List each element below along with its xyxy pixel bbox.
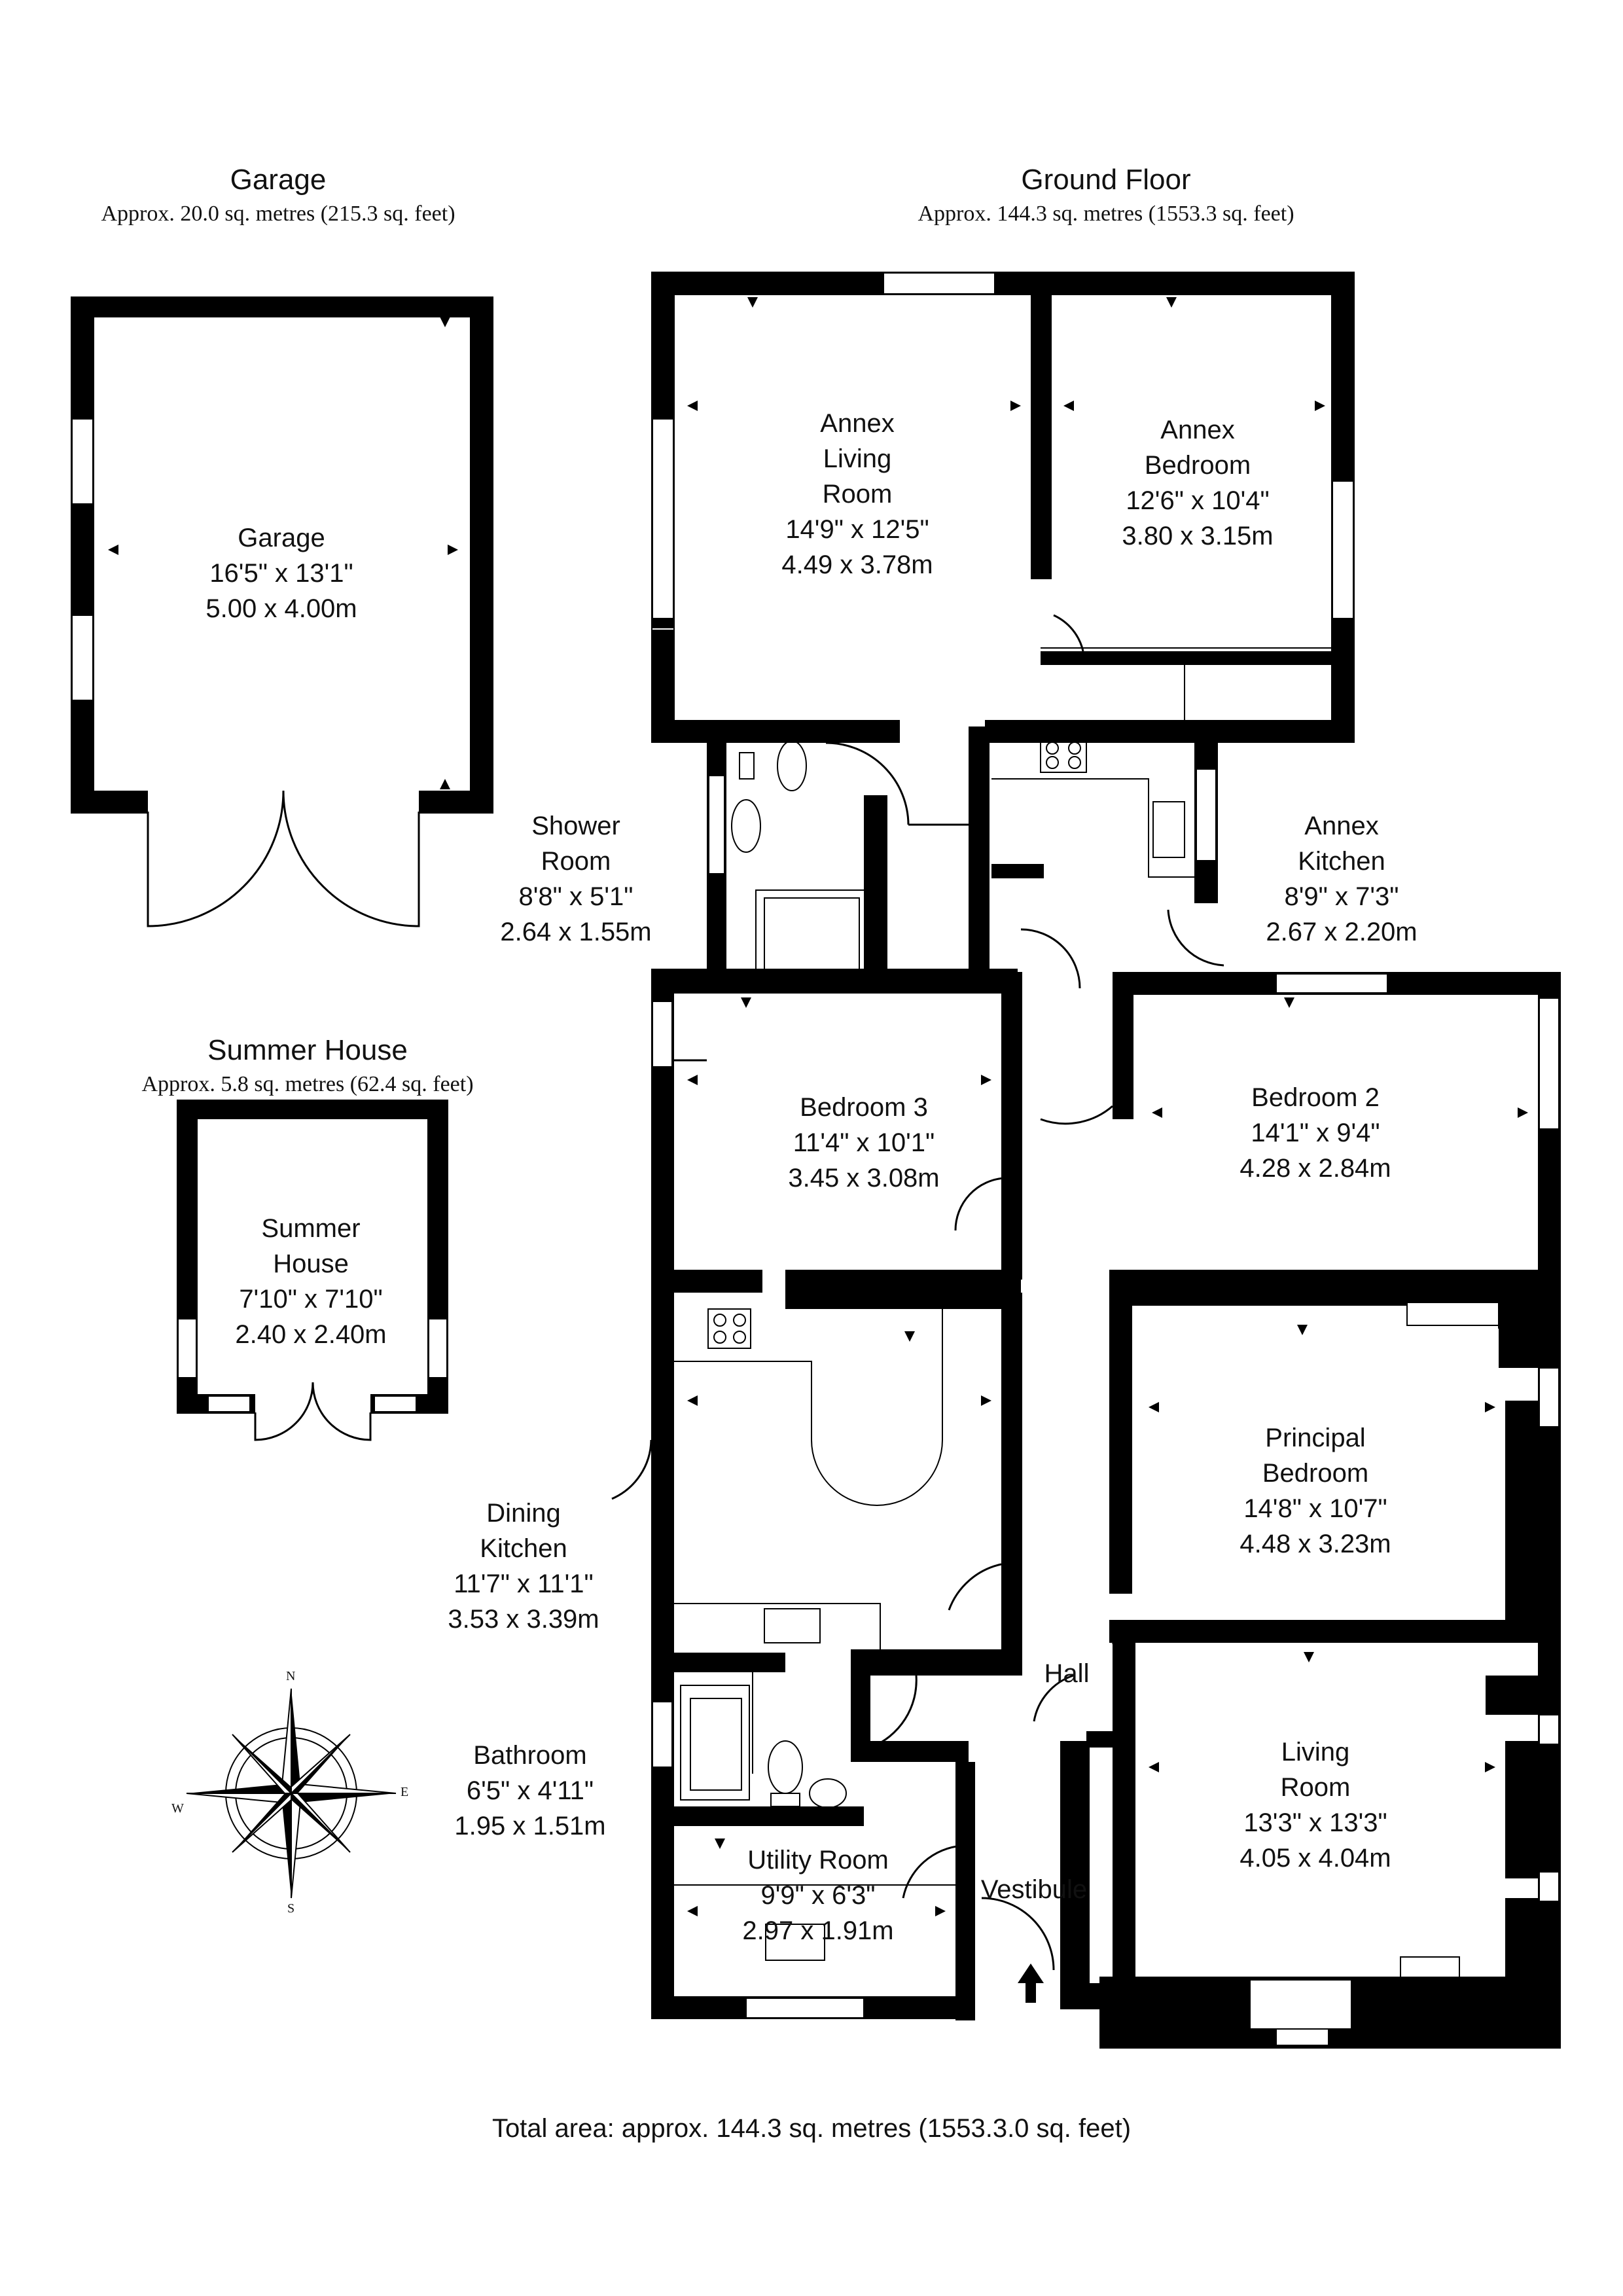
room-name: Bedroom 2 [1251,1083,1380,1112]
room-name: Dining [486,1499,561,1528]
room-imperial: 12'6" x 10'4" [1126,486,1270,515]
room-name: Room [1280,1773,1351,1802]
room-label-annex-kitchen: Annex Kitchen 8'9" x 7'3" 2.67 x 2.20m [1237,808,1446,950]
garage-header-area: Approx. 20.0 sq. metres (215.3 sq. feet) [101,202,455,226]
room-imperial: 7'10" x 7'10" [239,1285,383,1314]
ground-floor-header-area: Approx. 144.3 sq. metres (1553.3 sq. fee… [918,202,1294,226]
room-metric: 4.49 x 3.78m [781,550,933,579]
room-name: Summer [261,1214,361,1243]
summer-house-header: Summer House Approx. 5.8 sq. metres (62.… [105,1031,510,1100]
room-label-bedroom-2: Bedroom 2 14'1" x 9'4" 4.28 x 2.84m [1204,1080,1427,1186]
room-name: Garage [238,524,325,552]
room-label-shower-room: Shower Room 8'8" x 5'1" 2.64 x 1.55m [478,808,674,950]
room-name: Annex [1160,416,1235,444]
room-imperial: 11'4" x 10'1" [793,1128,935,1157]
room-label-principal-bedroom: Principal Bedroom 14'8" x 10'7" 4.48 x 3… [1204,1420,1427,1562]
total-area: Total area: approx. 144.3 sq. metres (15… [491,2114,1132,2143]
room-label-annex-bedroom: Annex Bedroom 12'6" x 10'4" 3.80 x 3.15m [1086,412,1309,554]
room-name: Annex [1304,812,1379,840]
room-imperial: 14'8" x 10'7" [1243,1494,1387,1523]
room-label-garage: Garage 16'5" x 13'1" 5.00 x 4.00m [170,520,393,626]
hall-label: Hall [1044,1659,1090,1688]
room-metric: 2.64 x 1.55m [500,918,652,946]
room-name: House [273,1249,349,1278]
room-label-dining-kitchen: Dining Kitchen 11'7" x 11'1" 3.53 x 3.39… [425,1496,622,1637]
room-imperial: 13'3" x 13'3" [1243,1808,1387,1837]
room-name: Annex [820,409,895,438]
ground-floor-header: Ground Floor Approx. 144.3 sq. metres (1… [870,160,1342,229]
room-metric: 4.05 x 4.04m [1240,1844,1391,1873]
room-name: Kitchen [1298,847,1385,876]
vestibule-label: Vestibule [980,1875,1088,1904]
room-metric: 3.80 x 3.15m [1122,522,1274,550]
compass-e: E [401,1785,409,1799]
room-name: Bathroom [473,1741,587,1770]
room-imperial: 16'5" x 13'1" [209,559,353,588]
garage-plan [71,296,493,927]
ground-floor-header-title: Ground Floor [1021,164,1191,196]
compass-w: W [171,1801,184,1816]
room-label-annex-living-room: Annex Living Room 14'9" x 12'5" 4.49 x 3… [746,406,969,583]
summer-house-plan [177,1100,448,1441]
room-metric: 5.00 x 4.00m [205,594,357,623]
room-metric: 2.97 x 1.91m [742,1916,894,1945]
dimension-arrows [108,297,1528,1916]
room-imperial: 9'9" x 6'3" [760,1881,876,1910]
compass-s: S [287,1901,295,1916]
garage-header-title: Garage [230,164,327,196]
room-name: Utility Room [747,1846,889,1874]
room-imperial: 8'9" x 7'3" [1284,882,1399,911]
room-metric: 4.28 x 2.84m [1240,1154,1391,1183]
room-name: Bedroom [1262,1459,1369,1488]
room-name: Room [541,847,611,876]
room-label-utility-room: Utility Room 9'9" x 6'3" 2.97 x 1.91m [707,1842,929,1948]
garage-header: Garage Approx. 20.0 sq. metres (215.3 sq… [75,160,481,229]
room-name: Bedroom 3 [800,1093,928,1122]
room-label-bathroom: Bathroom 6'5" x 4'11" 1.95 x 1.51m [432,1738,628,1844]
room-label-living-room: Living Room 13'3" x 13'3" 4.05 x 4.04m [1204,1734,1427,1876]
summer-house-header-title: Summer House [207,1034,408,1066]
room-imperial: 11'7" x 11'1" [454,1570,594,1598]
room-name: Principal [1265,1424,1366,1452]
room-name: Room [822,480,893,509]
room-imperial: 14'1" x 9'4" [1251,1119,1380,1147]
room-imperial: 14'9" x 12'5" [785,515,929,544]
room-imperial: 6'5" x 4'11" [466,1776,594,1805]
summer-house-header-area: Approx. 5.8 sq. metres (62.4 sq. feet) [141,1072,474,1097]
room-name: Living [823,444,892,473]
compass-rose [186,1688,397,1899]
room-name: Bedroom [1144,451,1251,480]
room-imperial: 8'8" x 5'1" [518,882,633,911]
room-name: Kitchen [480,1534,567,1563]
room-metric: 2.67 x 2.20m [1266,918,1418,946]
room-name: Living [1281,1738,1350,1767]
room-metric: 3.45 x 3.08m [788,1164,940,1193]
ground-floor-plan [611,272,1561,2049]
room-label-summer-house: Summer House 7'10" x 7'10" 2.40 x 2.40m [209,1211,412,1352]
room-name: Shower [531,812,620,840]
compass-n: N [286,1669,296,1683]
room-metric: 4.48 x 3.23m [1240,1530,1391,1558]
room-metric: 1.95 x 1.51m [454,1812,606,1840]
room-metric: 3.53 x 3.39m [448,1605,599,1634]
room-metric: 2.40 x 2.40m [235,1320,387,1349]
room-label-bedroom-3: Bedroom 3 11'4" x 10'1" 3.45 x 3.08m [753,1090,975,1196]
